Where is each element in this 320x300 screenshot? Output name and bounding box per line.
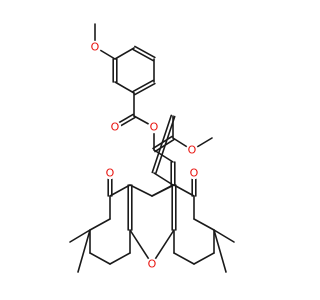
single-bond [109, 252, 131, 265]
double-bond-line [151, 114, 173, 174]
single-bond [151, 184, 175, 197]
atom-label-background [145, 257, 159, 271]
single-bond [109, 184, 131, 197]
single-bond [213, 229, 227, 273]
single-bond [114, 81, 135, 94]
oxygen-atom-label: O [188, 144, 197, 157]
single-bond [173, 184, 195, 197]
atom-label-background [108, 120, 122, 134]
atom-label-background [88, 40, 102, 54]
atom-label-background [185, 143, 199, 157]
single-bond [129, 184, 153, 197]
atom-label-background [147, 120, 161, 134]
oxygen-atom-label: O [111, 121, 120, 134]
atom-label-background [187, 166, 201, 180]
single-bond [193, 252, 215, 265]
single-bond [213, 229, 235, 243]
double-bond-line [132, 48, 154, 62]
single-bond [69, 229, 91, 243]
single-bond [173, 252, 195, 265]
oxygen-atom-label: O [91, 41, 100, 54]
single-bond [89, 218, 111, 231]
single-bond [77, 229, 91, 273]
single-bond [89, 252, 111, 265]
double-bond-line [134, 82, 156, 96]
double-bond-line [134, 45, 156, 59]
double-bond-line [154, 115, 176, 175]
single-bond [193, 218, 215, 231]
bonds-layer [69, 23, 235, 273]
atom-label-background [103, 166, 117, 180]
single-bond [153, 149, 174, 163]
single-bond [114, 47, 135, 60]
single-bond [153, 172, 174, 186]
single-bond [129, 229, 153, 265]
oxygen-atom-label: O [148, 258, 157, 271]
double-bond-line [132, 79, 154, 93]
oxygen-atom-label: O [106, 167, 115, 180]
single-bond [151, 229, 175, 265]
oxygen-atom-label: O [150, 121, 159, 134]
oxygen-atom-label: O [190, 167, 199, 180]
